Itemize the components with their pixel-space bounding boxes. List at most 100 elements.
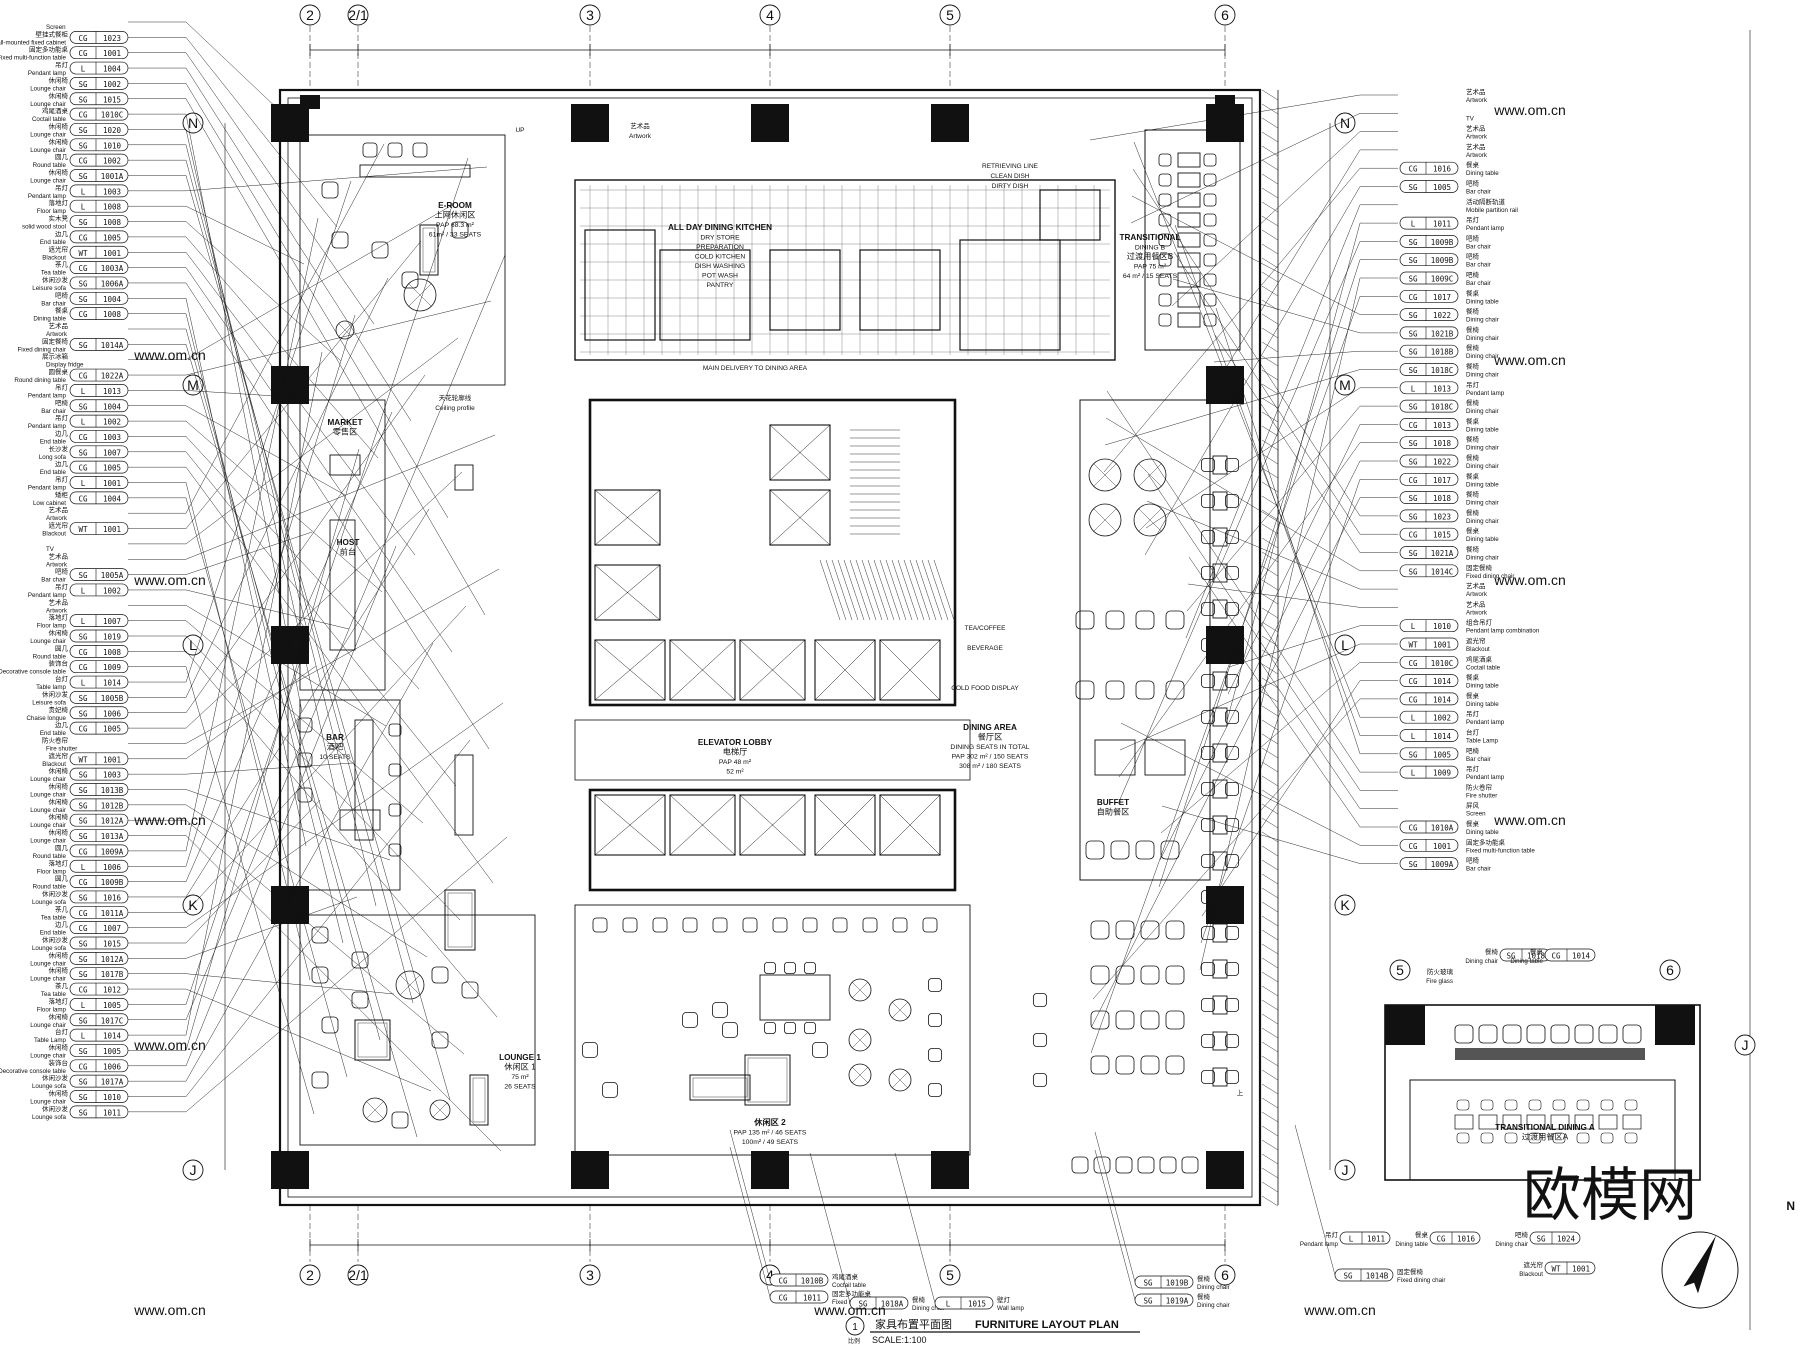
tag-chinese: 吧椅 [1466, 252, 1480, 261]
round-table-symbol [888, 998, 912, 1022]
column [271, 886, 309, 924]
leader-line [128, 665, 317, 760]
chair-symbol [784, 1022, 796, 1034]
tag-english: Fire shutter [46, 745, 77, 752]
tag-code: SG [78, 1078, 88, 1087]
tag-number: 1009B [1431, 238, 1454, 247]
annotation-label: Ceiling profile [435, 405, 475, 412]
tag-number: 1010 [103, 141, 122, 150]
tag-number: 1009A [1431, 860, 1454, 869]
elevator-car [814, 639, 876, 701]
room-label-line: 过渡用餐区A [1522, 1132, 1569, 1142]
structural-columns [271, 95, 1244, 1189]
tag-chinese: 餐椅 [1466, 490, 1480, 499]
tag-capsule [69, 1090, 129, 1103]
tag-english: Floor lamp [37, 1006, 67, 1013]
leader-line [1173, 251, 1398, 535]
tag-capsule [1339, 1231, 1391, 1245]
watermark-url: www.om.cn [813, 1302, 886, 1318]
column [931, 1151, 969, 1189]
tag-capsule [769, 1273, 829, 1287]
tag-chinese: 餐桌 [1466, 526, 1480, 535]
tag-code: CG [78, 494, 88, 503]
table-symbol [1144, 739, 1186, 776]
core-hatch [927, 559, 949, 621]
inset-chair [1598, 1024, 1618, 1044]
grid-bubble-bottom-label: 4 [766, 1267, 774, 1283]
tag-number: 1006 [103, 1062, 122, 1071]
chair-symbol [297, 787, 313, 803]
tag-english: Lounge chair [30, 178, 66, 185]
chair-symbol [1075, 610, 1095, 630]
core-hatch [891, 559, 913, 621]
tag-english: TV [46, 546, 55, 553]
facade-hatch [1261, 943, 1279, 955]
leader-line [1089, 94, 1398, 141]
elevator-cross [594, 639, 666, 701]
tag-code: SG [1408, 183, 1418, 192]
annotation-label: TEA/COFFEE [965, 625, 1006, 632]
tag-capsule [1529, 1231, 1581, 1245]
round-table-symbol [429, 1099, 451, 1121]
tag-capsule [69, 1028, 129, 1042]
kitchen-equipment [959, 239, 1061, 351]
leader-line [1228, 625, 1398, 668]
facade-hatch [1261, 1153, 1279, 1165]
tag-capsule [1399, 765, 1459, 779]
chair-symbol [388, 723, 402, 737]
leader-line [1214, 334, 1398, 553]
room-label-line: ALL DAY DINING KITCHEN [668, 223, 772, 232]
tag-capsule [1544, 1261, 1596, 1275]
facade-hatch [1261, 607, 1279, 619]
table-symbol [1212, 1031, 1228, 1051]
inset-chair [1576, 1099, 1590, 1111]
tag-chinese: 长沙发 [49, 444, 69, 453]
tag-chinese: 休闲椅 [49, 782, 69, 791]
chair-symbol [451, 221, 469, 239]
inset-chair [1576, 1132, 1590, 1144]
chair-symbol [431, 1031, 449, 1049]
tag-english: Mobile partition rail [1466, 207, 1518, 214]
chair-symbol [1158, 213, 1172, 227]
tag-english: Display fridge [46, 362, 84, 369]
inset-chair [1504, 1132, 1518, 1144]
grid-bubble-inset [1659, 959, 1681, 981]
leader-line [1229, 639, 1398, 828]
tag-code: CG [1408, 842, 1418, 851]
tag-code: L [81, 863, 86, 872]
leader-line [1090, 296, 1398, 1054]
leader-line [128, 451, 457, 787]
chair-symbol [1158, 193, 1172, 207]
tag-code: WT [1551, 1265, 1561, 1274]
chair-symbol [297, 717, 313, 733]
elevator-car [769, 424, 831, 481]
tag-capsule [1399, 436, 1459, 450]
inset-table [1598, 1114, 1618, 1130]
chair-symbol [1090, 965, 1110, 985]
leader-line [128, 157, 469, 1005]
leader-line [729, 1129, 771, 1281]
tag-code: SG [78, 341, 88, 350]
leader-line [128, 568, 500, 744]
tag-number: 1014 [1433, 732, 1452, 741]
leader-line [128, 620, 424, 824]
leader-line [1145, 387, 1398, 529]
tag-english: Pendant lamp [28, 485, 67, 492]
tag-capsule [69, 721, 129, 735]
tag-capsule [69, 890, 129, 904]
